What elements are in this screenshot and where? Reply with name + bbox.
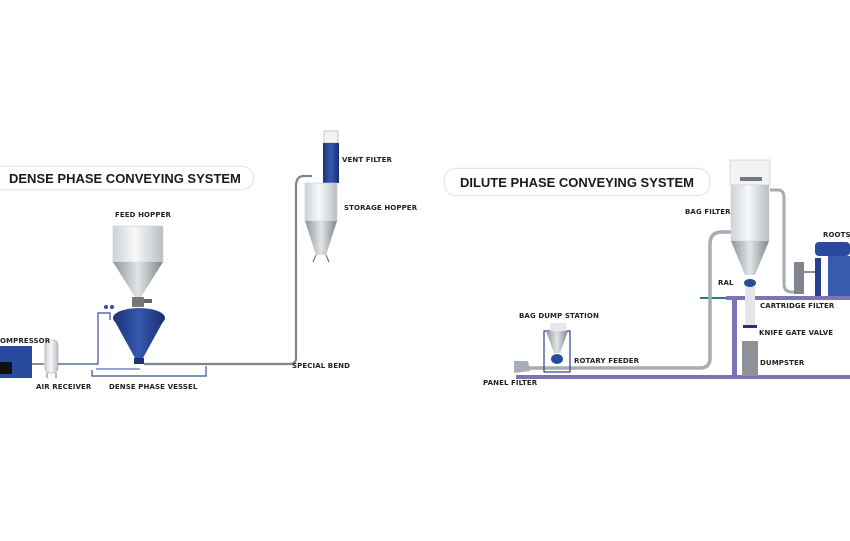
feed-hopper (112, 225, 164, 307)
label-dense-phase-vessel: DENSE PHASE VESSEL (109, 383, 198, 391)
air-line (58, 312, 111, 365)
label-compressor: OMPRESSOR (0, 337, 51, 345)
roots-blower (815, 242, 850, 296)
dilute-conveying-pipe (528, 230, 732, 370)
dense-phase-title-text: DENSE PHASE CONVEYING SYSTEM (9, 170, 241, 186)
cartridge-filter (794, 262, 804, 294)
compressor (0, 346, 32, 378)
panel-filter (514, 361, 530, 373)
vent-filter (323, 130, 339, 183)
bag-dump-station (543, 323, 571, 373)
exhaust-pipe (770, 188, 796, 294)
label-bag-filter: BAG FILTER (685, 208, 731, 216)
rotary-feeder (551, 354, 563, 364)
dense-phase-title: DENSE PHASE CONVEYING SYSTEM (0, 166, 254, 190)
dilute-phase-title-text: DILUTE PHASE CONVEYING SYSTEM (459, 174, 695, 190)
label-roots: ROOTS I (823, 231, 850, 239)
label-bag-dump-station: BAG DUMP STATION (519, 312, 599, 320)
conveying-pipe (144, 174, 312, 366)
label-knife-gate-valve: KNIFE GATE VALVE (759, 329, 834, 337)
dense-phase-vessel (113, 308, 165, 364)
label-feed-hopper: FEED HOPPER (115, 211, 171, 219)
label-ral: RAL (718, 279, 734, 287)
label-special-bend: SPECIAL BEND (292, 362, 350, 370)
label-panel-filter: PANEL FILTER (483, 379, 538, 387)
label-cartridge-filter: CARTRIDGE FILTER (760, 302, 835, 310)
storage-hopper (304, 182, 338, 263)
air-receiver (44, 339, 59, 378)
label-rotary-feeder: ROTARY FEEDER (574, 357, 640, 365)
label-vent-filter: VENT FILTER (342, 156, 393, 164)
dilute-phase-title: DILUTE PHASE CONVEYING SYSTEM (444, 168, 710, 196)
bag-filter (729, 159, 771, 328)
label-dumpster: DUMPSTER (760, 359, 805, 367)
label-air-receiver: AIR RECEIVER (36, 383, 92, 391)
air-line-bottom (91, 366, 207, 377)
label-storage-hopper: STORAGE HOPPER (344, 204, 418, 212)
frame (516, 296, 850, 379)
dumpster (742, 341, 758, 376)
